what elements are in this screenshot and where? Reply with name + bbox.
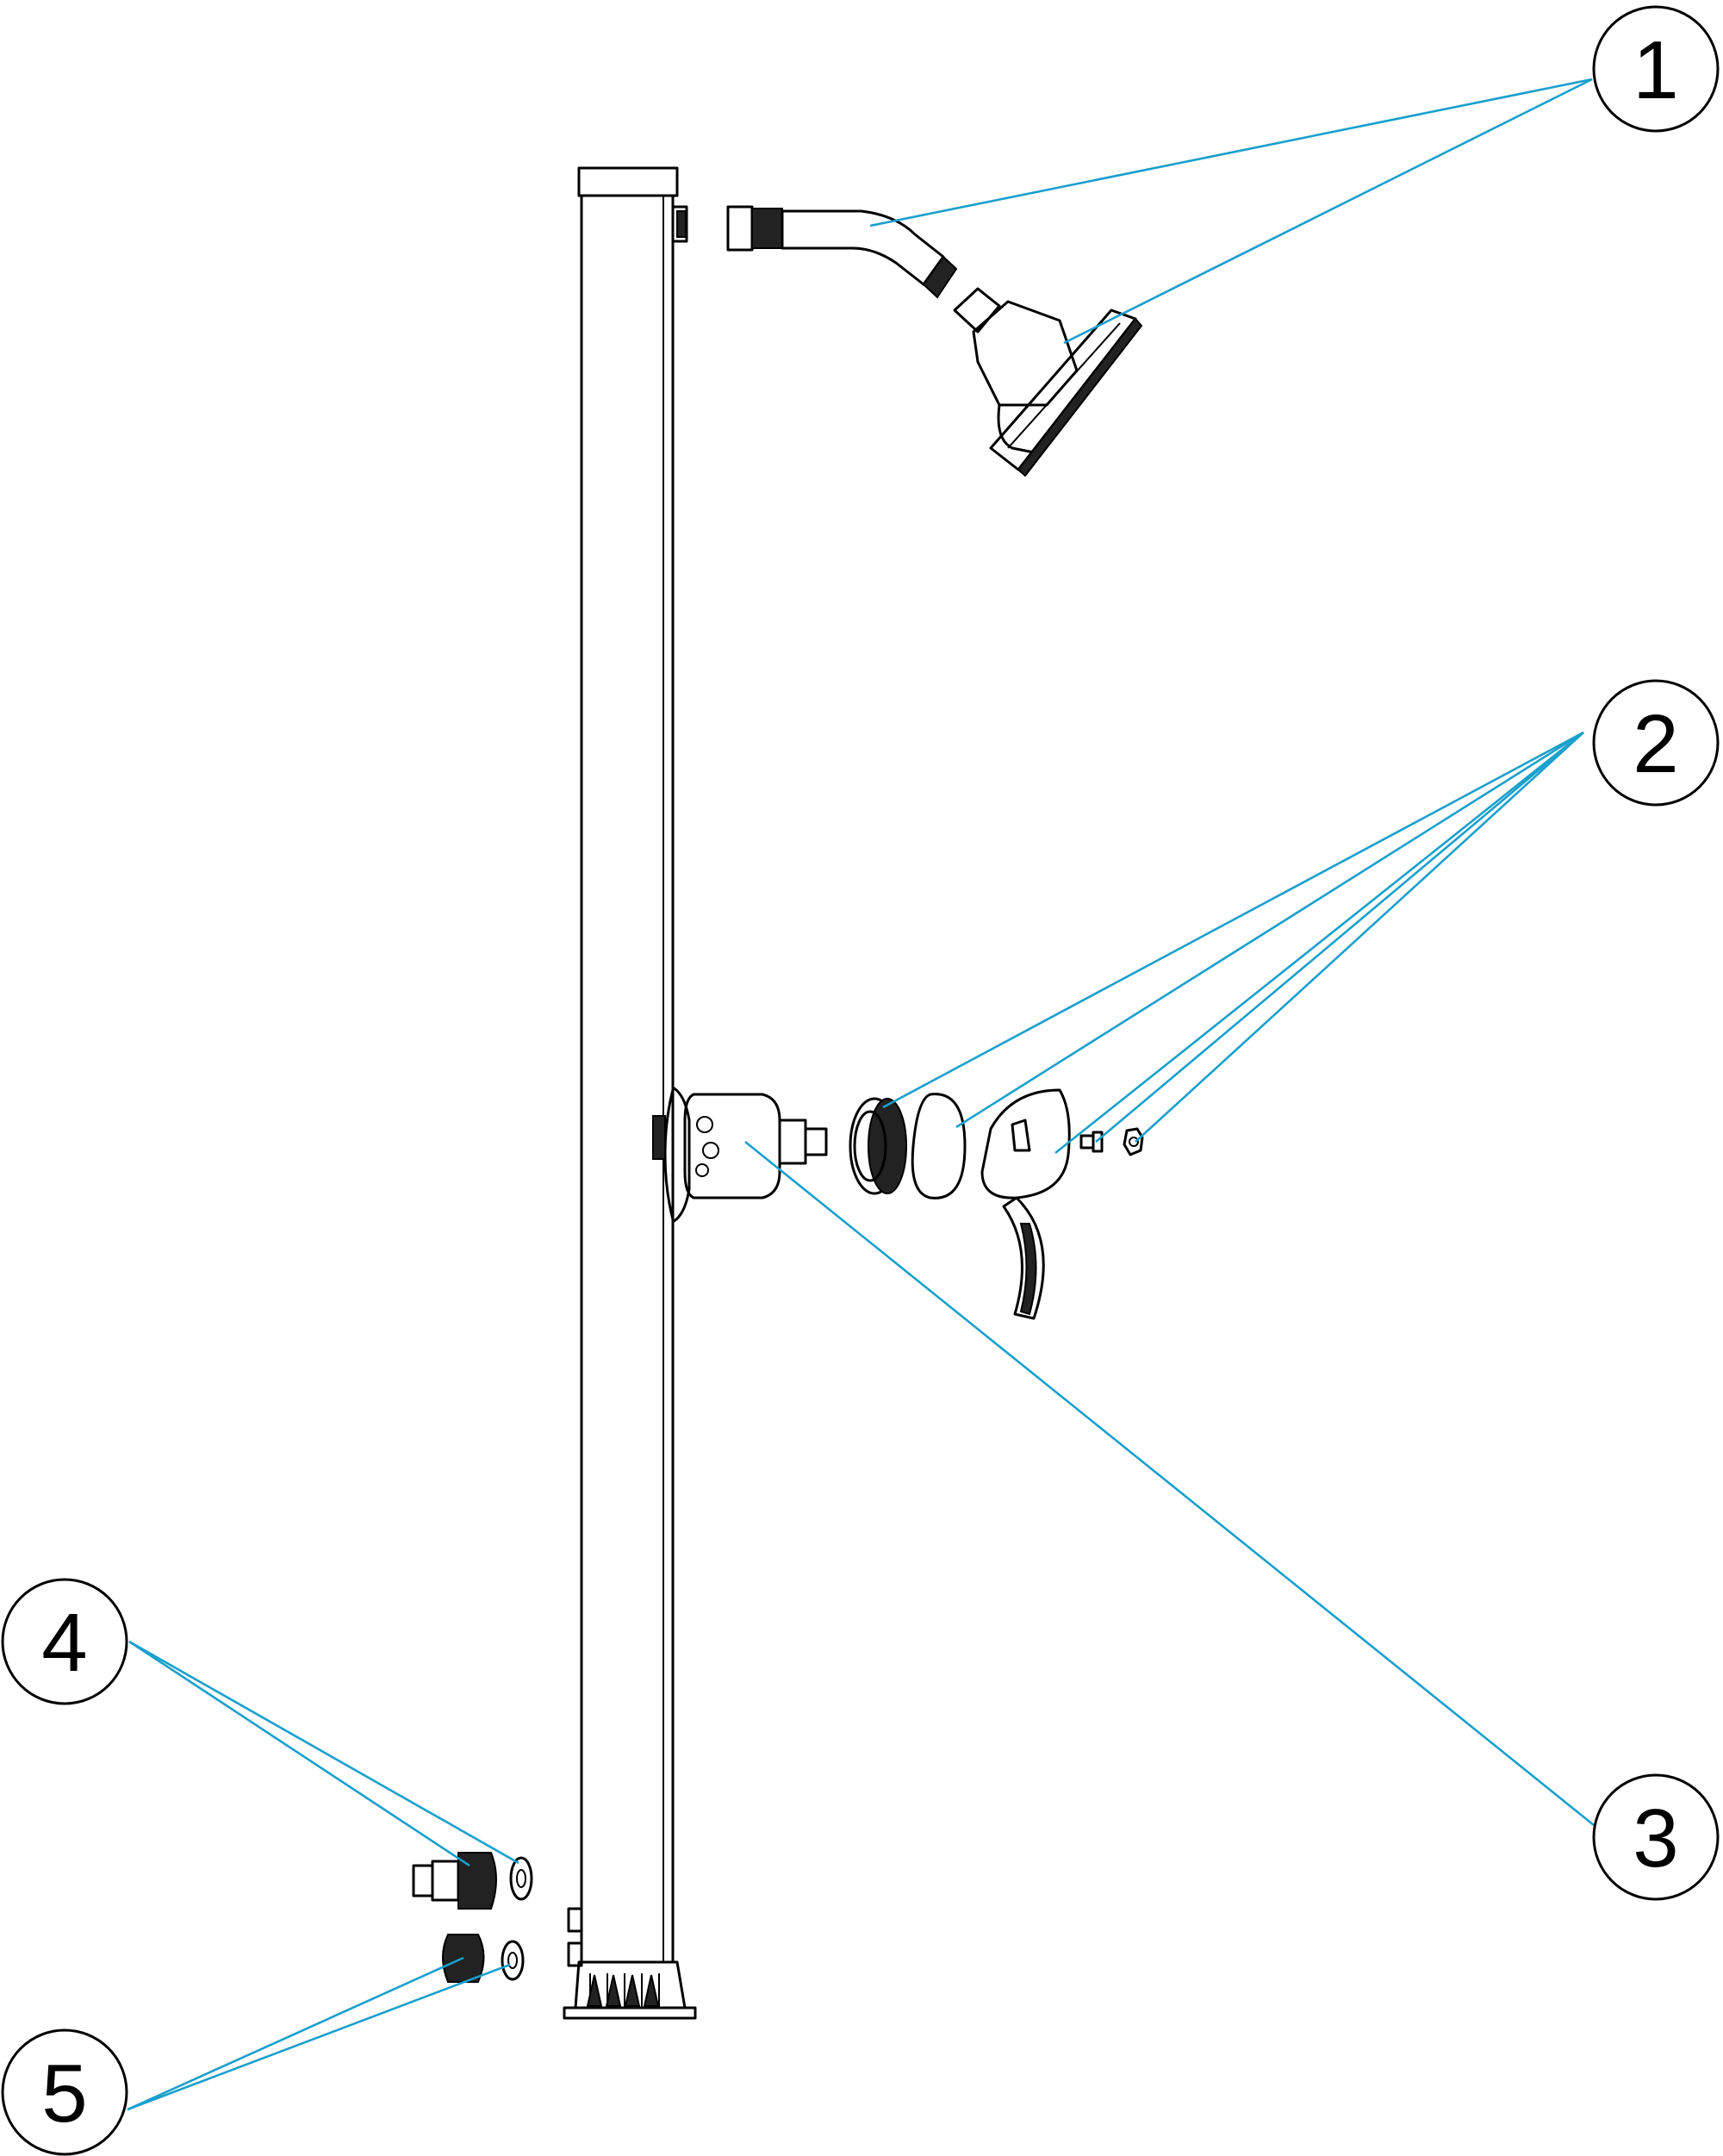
valve-cartridge: [683, 1093, 828, 1200]
leader-2d: [1095, 732, 1584, 1143]
callout-1: 1: [1592, 5, 1720, 133]
callout-3-label: 3: [1633, 1792, 1678, 1885]
leader-1b: [1063, 78, 1593, 345]
leader-2b: [955, 731, 1584, 1129]
leader-2a: [882, 731, 1584, 1109]
callout-4-label: 4: [41, 1597, 87, 1689]
shower-head: [953, 287, 1143, 477]
hose-connector: [412, 1852, 533, 1910]
leader-5a: [127, 1956, 464, 2111]
leader-3: [744, 1140, 1595, 1827]
callout-5-label: 5: [41, 2047, 87, 2140]
leader-lines: [127, 78, 1595, 2111]
leader-2c: [1054, 731, 1584, 1155]
leader-4b: [128, 1640, 519, 1865]
leader-5b: [127, 1963, 511, 2111]
callout-1-label: 1: [1633, 24, 1678, 116]
leader-4a: [128, 1640, 470, 1867]
callout-2-label: 2: [1633, 698, 1678, 790]
callout-5: 5: [1, 2028, 128, 2156]
leader-1a: [869, 78, 1593, 227]
shower-column: [563, 166, 697, 2020]
callout-2: 2: [1592, 679, 1720, 807]
leader-2e: [1135, 732, 1584, 1143]
callout-3: 3: [1592, 1773, 1720, 1901]
shower-arm: [726, 205, 958, 299]
callout-4: 4: [1, 1578, 128, 1705]
handle-assembly: [849, 1088, 1144, 1320]
